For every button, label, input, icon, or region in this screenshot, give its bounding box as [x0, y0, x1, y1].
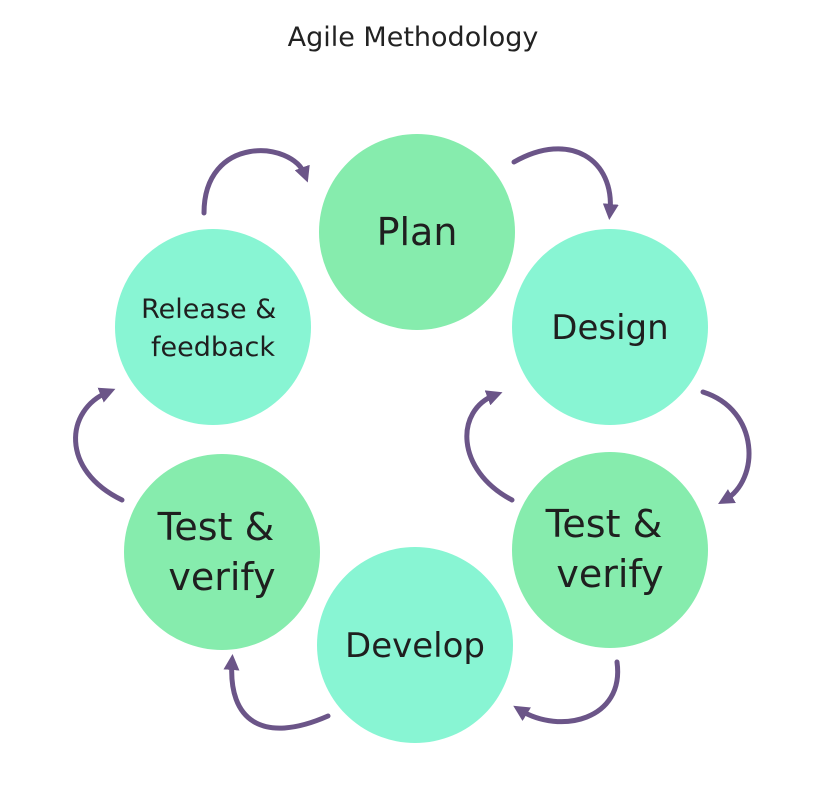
stage-plan: Plan [319, 134, 515, 330]
svg-text:Test & verify: Test & verify [157, 505, 287, 599]
stage-test-verify-left-line2: verify [168, 555, 275, 599]
stage-test-verify-left: Test & verify [124, 454, 320, 650]
stage-test-verify-left-circle [124, 454, 320, 650]
svg-text:Release & feedback: Release & feedback [141, 294, 285, 363]
arrow-test-to-develop [513, 659, 621, 725]
stage-test-verify-right-line2: verify [556, 552, 663, 596]
svg-text:Test & verify: Test & verify [545, 502, 675, 596]
arrow-test-to-release [73, 387, 125, 503]
diagram-title: Agile Methodology [287, 22, 539, 53]
svg-text:Develop: Develop [345, 626, 485, 666]
stage-release-feedback-line2: feedback [151, 332, 275, 363]
stage-plan-label: Plan [377, 210, 458, 254]
stage-test-verify-right: Test & verify [512, 452, 708, 648]
stage-test-verify-right-line1: Test & [545, 502, 663, 546]
svg-text:Design: Design [551, 308, 668, 348]
stage-release-feedback-line1: Release & [141, 294, 276, 325]
arrow-release-to-plan [201, 148, 310, 216]
stage-release-feedback-circle [115, 229, 311, 425]
stage-design: Design [512, 229, 708, 425]
arrow-develop-to-test [223, 654, 331, 731]
stage-develop-circle [317, 547, 513, 743]
arrow-test-to-design-loop [464, 390, 515, 503]
stage-develop-label: Develop [345, 626, 485, 666]
stage-design-label: Design [551, 308, 668, 348]
stage-test-verify-right-circle [512, 452, 708, 648]
stage-test-verify-left-line1: Test & [157, 505, 275, 549]
stage-design-circle [512, 229, 708, 425]
stage-release-feedback: Release & feedback [115, 229, 311, 425]
stage-develop: Develop [317, 547, 513, 743]
arrow-design-to-test [700, 389, 752, 504]
stage-plan-circle [319, 134, 515, 330]
svg-text:Plan: Plan [377, 210, 458, 254]
arrow-plan-to-design [511, 146, 619, 220]
